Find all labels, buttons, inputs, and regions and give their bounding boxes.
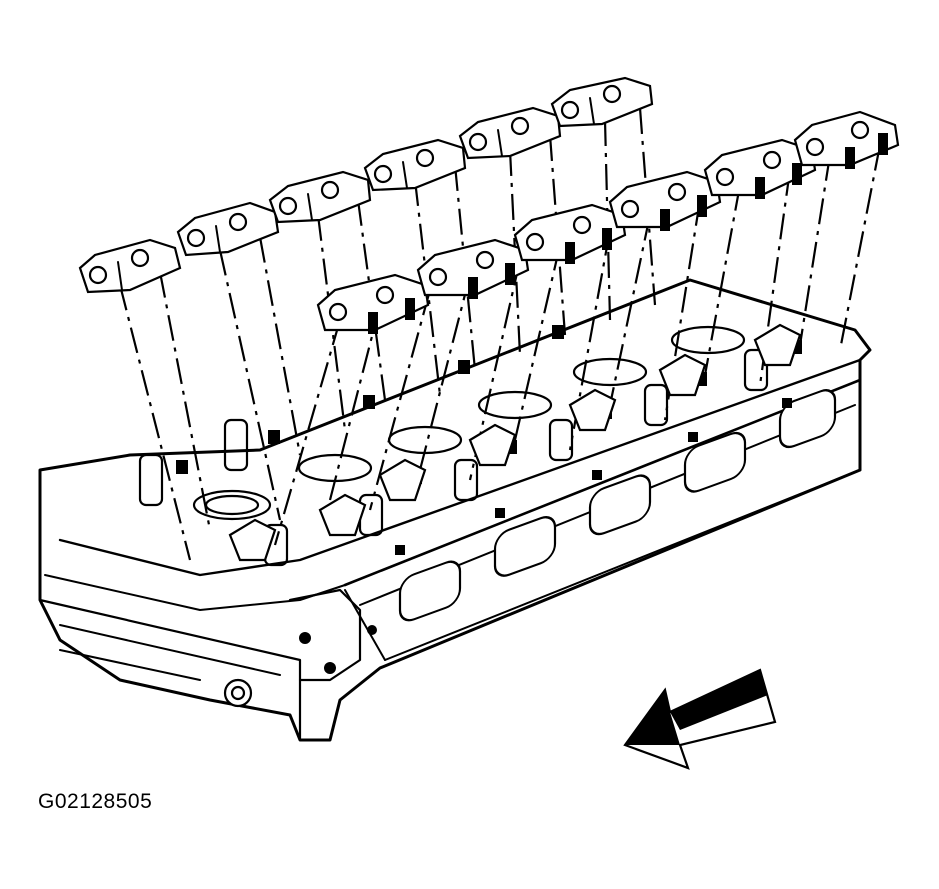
- rocker-pair-rear-1: [78, 238, 182, 294]
- rocker-pair-front-2: [416, 238, 530, 299]
- rocker-pair-rear-2: [176, 201, 280, 257]
- rocker-pair-rear-4: [363, 138, 467, 192]
- rocker-pair-rear-5: [458, 106, 562, 160]
- rocker-pair-front-1: [316, 273, 430, 334]
- rocker-pair-front-6: [793, 110, 900, 169]
- port-openings: [398, 389, 837, 622]
- figure-id-label: G02128505: [38, 790, 153, 813]
- rocker-pair-front-5: [703, 138, 817, 199]
- rocker-pair-front-4: [608, 170, 722, 231]
- rocker-pair-rear-6: [550, 76, 654, 128]
- installed-rockers: [228, 323, 802, 562]
- rocker-arms-front-row: [316, 110, 900, 334]
- front-direction-arrow-icon: [623, 668, 777, 770]
- rocker-arms-rear-row: [78, 76, 654, 294]
- rocker-pair-rear-3: [268, 170, 372, 224]
- valve-seats: [192, 325, 746, 521]
- cylinder-head: [38, 278, 872, 742]
